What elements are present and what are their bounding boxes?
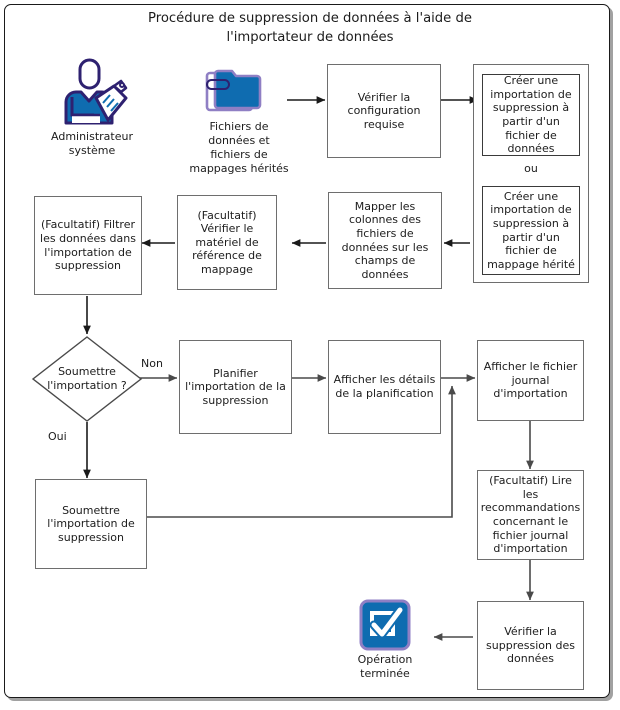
- node-submit-import-decision[interactable]: Soumettre l'importation ?: [31, 335, 143, 423]
- node-submit-delete-import-label: Soumettre l'importation de suppression: [47, 503, 135, 544]
- page-title-line-1: Procédure de suppression de données à l'…: [148, 11, 472, 26]
- edge-label-no: Non: [141, 357, 163, 370]
- node-view-schedule-details[interactable]: Afficher les détails de la planification: [328, 340, 441, 434]
- node-view-schedule-details-label: Afficher les détails de la planification: [333, 373, 436, 400]
- node-schedule-import-label: Planifier l'importation de la suppressio…: [185, 366, 286, 407]
- node-map-columns[interactable]: Mapper les colonnes des fichiers de donn…: [328, 192, 442, 289]
- node-create-import-from-data-file[interactable]: Créer une importation de suppression à p…: [482, 74, 580, 156]
- data-files-caption-line-2: données et: [208, 134, 270, 147]
- edge-label-no-text: Non: [141, 357, 163, 370]
- operation-complete-caption-line-1: Opération: [357, 653, 413, 666]
- node-create-import-from-mapping-file[interactable]: Créer une importation de suppression à p…: [482, 186, 580, 275]
- node-verify-mapping-reference[interactable]: (Facultatif) Vérifier le matériel de réf…: [177, 195, 277, 290]
- node-verify-config[interactable]: Vérifier la configuration requise: [327, 64, 441, 158]
- node-submit-delete-import[interactable]: Soumettre l'importation de suppression: [35, 479, 147, 569]
- or-separator-text: ou: [524, 162, 538, 175]
- edge-label-yes: Oui: [48, 430, 67, 443]
- node-view-import-log-label: Afficher le fichier journal d'importatio…: [483, 360, 578, 401]
- edge-label-yes-text: Oui: [48, 430, 67, 443]
- node-map-columns-label: Mapper les colonnes des fichiers de donn…: [341, 199, 429, 281]
- page-title: Procédure de suppression de données à l'…: [60, 9, 560, 47]
- data-files-caption-line-4: mappages hérités: [189, 162, 289, 175]
- administrator-caption: Administrateur système: [22, 130, 162, 158]
- node-verify-mapping-reference-label: (Facultatif) Vérifier le matériel de réf…: [192, 208, 262, 276]
- folder-icon: [205, 63, 269, 117]
- node-filter-data-label: (Facultatif) Filtrer les données dans l'…: [40, 218, 136, 273]
- operation-complete-caption: Opération terminée: [330, 653, 440, 681]
- node-create-import-from-mapping-file-label: Créer une importation de suppression à p…: [487, 189, 575, 271]
- node-filter-data[interactable]: (Facultatif) Filtrer les données dans l'…: [34, 196, 142, 295]
- operation-complete-caption-line-2: terminée: [360, 667, 410, 680]
- node-create-import-from-data-file-label: Créer une importation de suppression à p…: [490, 74, 572, 156]
- data-files-caption-line-1: Fichiers de: [209, 120, 269, 133]
- system-administrator-icon: [56, 58, 130, 128]
- administrator-caption-line-1: Administrateur: [51, 130, 133, 143]
- node-read-recommendations[interactable]: (Facultatif) Lire les recommandations co…: [477, 470, 584, 560]
- node-verify-config-label: Vérifier la configuration requise: [347, 90, 421, 131]
- node-verify-deletion[interactable]: Vérifier la suppression des données: [477, 601, 584, 690]
- node-schedule-import[interactable]: Planifier l'importation de la suppressio…: [179, 340, 292, 434]
- node-view-import-log[interactable]: Afficher le fichier journal d'importatio…: [477, 340, 584, 421]
- node-read-recommendations-label: (Facultatif) Lire les recommandations co…: [480, 474, 581, 556]
- data-files-caption: Fichiers de données et fichiers de mappa…: [180, 120, 298, 176]
- node-verify-deletion-label: Vérifier la suppression des données: [486, 625, 575, 666]
- administrator-caption-line-2: système: [68, 144, 116, 157]
- checkmark-icon: [359, 599, 411, 651]
- data-files-caption-line-3: fichiers de: [210, 148, 268, 161]
- or-separator-label: ou: [482, 162, 580, 175]
- page-title-line-2: l'importateur de données: [226, 30, 394, 45]
